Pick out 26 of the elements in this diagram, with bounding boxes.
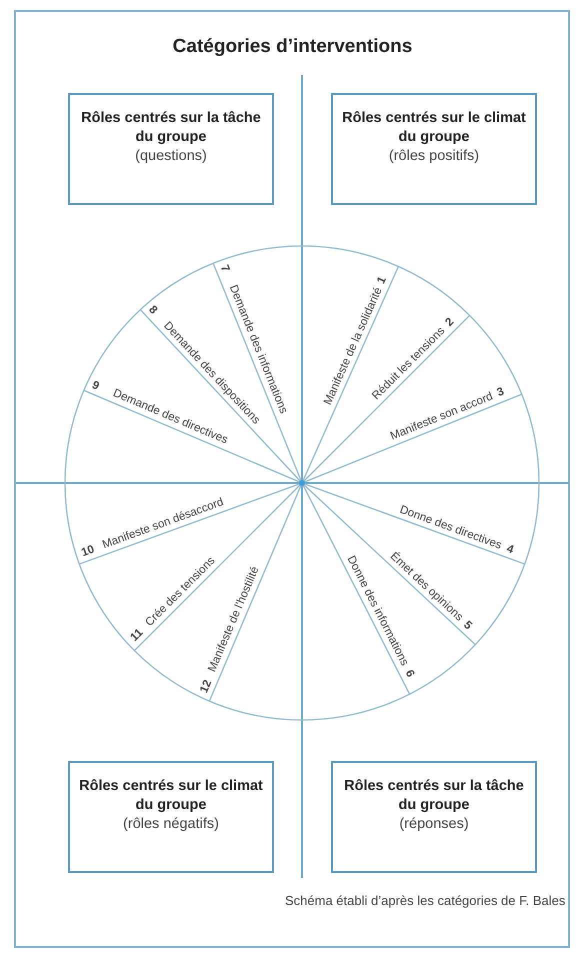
callout-number: 7 — [217, 263, 232, 274]
category-box — [331, 93, 537, 205]
callout-number: 1 — [376, 274, 390, 286]
box-subtitle: (réponses) — [398, 815, 470, 834]
box-heading: Rôles centrés sur la tâche du groupe — [343, 777, 525, 815]
callout-number: 10 — [80, 544, 96, 560]
callout-number: 6 — [401, 668, 416, 680]
category-box — [68, 761, 274, 873]
box-heading: Rôles centrés sur le climat du groupe — [341, 109, 527, 147]
box-subtitle: (rôles négatifs) — [122, 815, 220, 834]
box-heading: Rôles centrés sur la tâche du groupe — [80, 109, 262, 147]
category-box — [331, 761, 537, 873]
category-box — [68, 93, 274, 205]
callout-number: 8 — [146, 304, 160, 318]
box-subtitle: (questions) — [134, 147, 208, 166]
box-heading: Rôles centrés sur le climat du groupe — [78, 777, 264, 815]
caption: Schéma établi d’après les catégories de F. Bales — [285, 893, 566, 908]
callout-number: 12 — [198, 678, 215, 695]
callout-number: 2 — [443, 316, 458, 329]
callout-number: 11 — [128, 627, 146, 645]
callout-number: 4 — [504, 542, 516, 557]
callout-number: 5 — [461, 618, 474, 633]
box-subtitle: (rôles positifs) — [388, 147, 480, 166]
callout-number: 9 — [90, 378, 102, 394]
callout-number: 3 — [496, 386, 507, 401]
diagram-title: Catégories d’interventions — [172, 36, 414, 58]
